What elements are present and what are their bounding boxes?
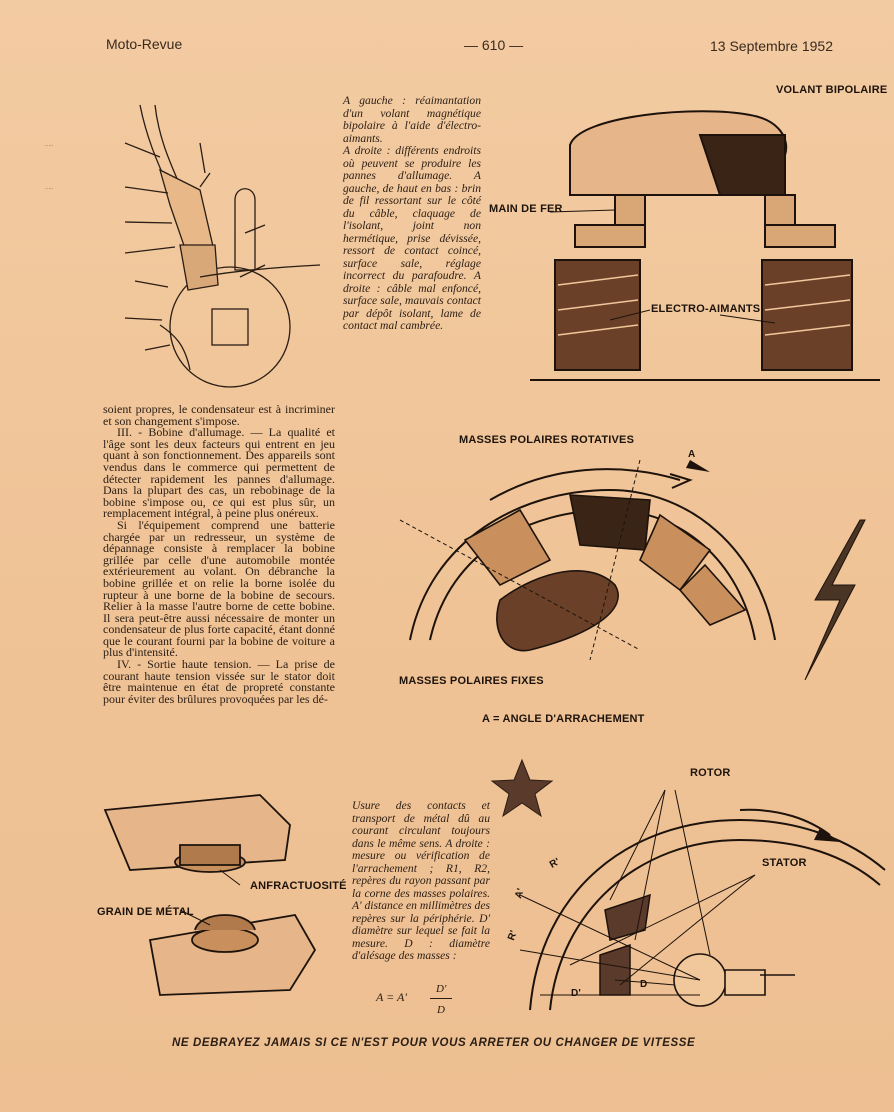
label-main-de-fer: MAIN DE FER	[489, 203, 563, 215]
running-head-title: Moto-Revue	[106, 36, 183, 52]
label-grain-de-metal: GRAIN DE MÉTAL	[97, 906, 194, 918]
label-anfractuosite: ANFRACTUOSITÉ	[250, 880, 347, 892]
label-masses-rotatives: MASSES POLAIRES ROTATIVES	[459, 434, 635, 446]
svg-text:·····: ·····	[45, 143, 54, 149]
label-stator: STATOR	[762, 857, 807, 869]
magneto-flywheel-diagram	[530, 110, 880, 381]
star-icon	[490, 758, 554, 818]
label-d: D	[640, 979, 648, 990]
caption-top: A gauche : réaimantation d'un volant mag…	[343, 94, 481, 332]
body-paragraph: III. - Bobine d'allumage. — La qualité e…	[103, 425, 335, 521]
contact-wear-diagram	[103, 794, 317, 996]
caption-bottom: Usure des contacts et transport de métal…	[352, 799, 490, 962]
rotor-stator-diagram	[519, 789, 886, 1011]
formula-lhs: A = A'	[376, 990, 407, 1004]
label-angle-arrachement: A = ANGLE D'ARRACHEMENT	[482, 713, 645, 725]
body-paragraph: soient propres, le condensateur est à in…	[103, 402, 335, 428]
page-number: — 610 —	[464, 37, 524, 53]
label-angle-a: A	[688, 449, 696, 460]
label-masses-fixes: MASSES POLAIRES FIXES	[399, 675, 544, 687]
article-body: soient propres, le condensateur est à in…	[103, 402, 335, 706]
issue-date: 13 Septembre 1952	[710, 38, 833, 54]
formula-fraction-bar	[430, 998, 452, 999]
pole-masses-diagram	[399, 459, 776, 661]
formula-numerator: D'	[436, 983, 447, 995]
spark-plug-diagram: ····· ·····	[45, 104, 321, 388]
footer-slogan: NE DEBRAYEZ JAMAIS SI CE N'EST POUR VOUS…	[172, 1037, 696, 1049]
label-electro-aimants: ELECTRO-AIMANTS	[651, 303, 761, 315]
label-volant-bipolaire: VOLANT BIPOLAIRE	[776, 84, 888, 96]
formula-denominator: D	[437, 1004, 445, 1016]
label-rotor: ROTOR	[690, 767, 731, 779]
lightning-bolt-icon	[804, 519, 866, 681]
label-d-prime: D'	[571, 988, 581, 999]
body-paragraph: Si l'équipement comprend une batterie ch…	[103, 517, 335, 660]
body-paragraph: IV. - Sortie haute tension. — La prise d…	[103, 657, 335, 706]
svg-text:·····: ·····	[45, 186, 54, 192]
